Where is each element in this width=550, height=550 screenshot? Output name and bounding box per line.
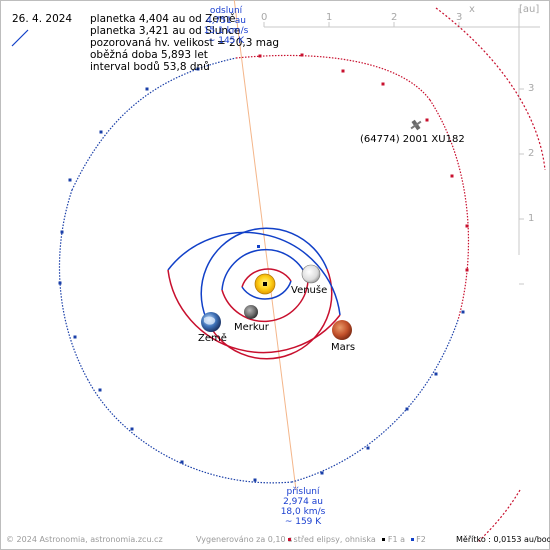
earth-label: Země <box>198 333 227 344</box>
mars-planet <box>332 320 352 340</box>
asteroid-interval-point <box>341 69 345 73</box>
asteroid-interval-point <box>450 174 454 178</box>
x-tick-label-3: 3 <box>456 12 463 23</box>
perihelion-temp: ~ 159 K <box>284 517 322 527</box>
asteroid-interval-point <box>60 230 64 234</box>
mars-orbit-above <box>167 231 341 316</box>
legend-f1-dot <box>382 538 386 541</box>
mercury-label: Merkur <box>234 322 269 333</box>
outer-orbit-arc <box>435 7 546 171</box>
legend-center-dot <box>288 538 291 541</box>
asteroid-interval-point <box>196 67 200 71</box>
asteroid-interval-point <box>465 268 469 272</box>
y-tick-label-3: 3 <box>528 83 535 94</box>
footer-scale: Měřítko : 0,0153 au/bod <box>456 535 550 544</box>
ellipse-center-marker <box>257 245 260 248</box>
x-axis-unit-label: x <box>469 4 475 15</box>
asteroid-interval-point <box>99 130 103 134</box>
asteroid-orbit-bottom <box>87 379 293 484</box>
planet-orbits <box>167 227 341 360</box>
footer-legend: střed elipsy, ohniska F1 a F2 <box>288 535 426 544</box>
outer-orbit-arc-bottom <box>477 489 521 543</box>
y-tick-label-2: 2 <box>528 148 535 159</box>
asteroid-interval-point <box>405 407 409 411</box>
venus-orbit-below <box>221 280 309 323</box>
asteroid-orbit-top-right <box>235 54 431 101</box>
asteroid-interval-point <box>461 310 465 314</box>
asteroid-interval-point <box>98 388 102 392</box>
asteroid-interval-point <box>300 53 304 57</box>
asteroid-interval-point <box>145 87 149 91</box>
asteroid-interval-point <box>320 471 324 475</box>
asteroid-orbit-right <box>429 99 470 321</box>
asteroid-interval-point <box>180 460 184 464</box>
legend-f1-label: F1 <box>387 535 398 544</box>
asteroid-orbit-left <box>58 189 89 381</box>
y-tick-label-1: 1 <box>528 213 535 224</box>
asteroid-orbit-lower-right <box>291 319 459 483</box>
asteroid-interval-point <box>73 335 77 339</box>
footer-generated: Vygenerováno za 0,10 s <box>196 535 293 544</box>
axis-unit-label: [au] <box>519 4 540 15</box>
apsis-line <box>233 0 297 491</box>
aphelion-speed: 15,1 km/s <box>203 26 249 36</box>
perihelion-title: přísluní <box>286 487 320 497</box>
asteroid-interval-point <box>258 54 262 58</box>
earth-orbit-below <box>205 268 333 360</box>
perihelion-distance: 2,974 au <box>283 497 323 507</box>
axis-frame <box>263 8 540 285</box>
mercury-orbit-below <box>241 280 292 300</box>
venus-label: Venuše <box>291 285 328 296</box>
venus-planet <box>301 264 321 284</box>
info-line-earth-distance: planetka 4,404 au od Země <box>90 13 236 25</box>
legend-a-label: a <box>400 535 406 544</box>
asteroid-interval-point <box>130 427 134 431</box>
x-tick-label-2: 2 <box>391 12 398 23</box>
asteroid-interval-point <box>434 372 438 376</box>
asteroid-icon <box>410 119 422 131</box>
info-line-period: oběžná doba 5,893 let <box>90 49 208 61</box>
aphelion-temp: ~ 145 K <box>207 36 245 46</box>
info-line-magnitude: pozorovaná hv. velikost = 20,3 mag <box>90 37 280 49</box>
x-tick-label-1: 1 <box>326 12 333 23</box>
legend-f2-dot <box>410 538 414 541</box>
asteroid-interval-point <box>68 178 72 182</box>
mercury-planet <box>244 305 258 319</box>
perihelion-label: přísluní 2,974 au 18,0 km/s ~ 159 K <box>276 487 330 527</box>
asteroid-orbit <box>58 7 546 543</box>
asteroid-orbit-top-left <box>71 57 237 191</box>
mars-label: Mars <box>331 342 356 353</box>
date-marker-dash <box>11 29 29 47</box>
asteroid-interval-point <box>465 224 469 228</box>
asteroid-interval-point <box>366 446 370 450</box>
aphelion-label: odsluní 4,751 au 15,1 km/s ~ 145 K <box>202 6 250 46</box>
asteroid-interval-point <box>381 82 385 86</box>
mars-orbit-below <box>167 269 341 354</box>
info-block: planetka 4,404 au od Země planetka 3,421… <box>90 13 279 73</box>
info-line-sun-distance: planetka 3,421 au od Slunce <box>90 25 241 37</box>
x-tick-label-0: 0 <box>261 12 268 23</box>
date-label: 26. 4. 2024 <box>12 13 73 25</box>
footer-copyright: © 2024 Astronomia, astronomia.zcu.cz <box>6 535 163 544</box>
earth-cloud-detail <box>204 316 216 325</box>
info-line-interval: interval bodů 53,8 dnů <box>90 61 210 73</box>
aphelion-distance: 4,751 au <box>206 16 246 26</box>
asteroid-points <box>58 53 469 482</box>
legend-f2-label: F2 <box>416 535 426 544</box>
asteroid-interval-point <box>58 281 62 285</box>
mercury-orbit-above <box>241 268 292 288</box>
legend-center-label: střed elipsy, ohniska <box>293 535 376 544</box>
perihelion-speed: 18,0 km/s <box>280 507 326 517</box>
asteroid-name-label: (64774) 2001 XU182 <box>360 134 465 145</box>
venus-orbit-above <box>221 248 309 291</box>
sun-focus-marker <box>263 282 267 286</box>
asteroid-interval-point <box>425 118 429 122</box>
asteroid-interval-point <box>253 478 257 482</box>
aphelion-title: odsluní <box>209 6 243 16</box>
